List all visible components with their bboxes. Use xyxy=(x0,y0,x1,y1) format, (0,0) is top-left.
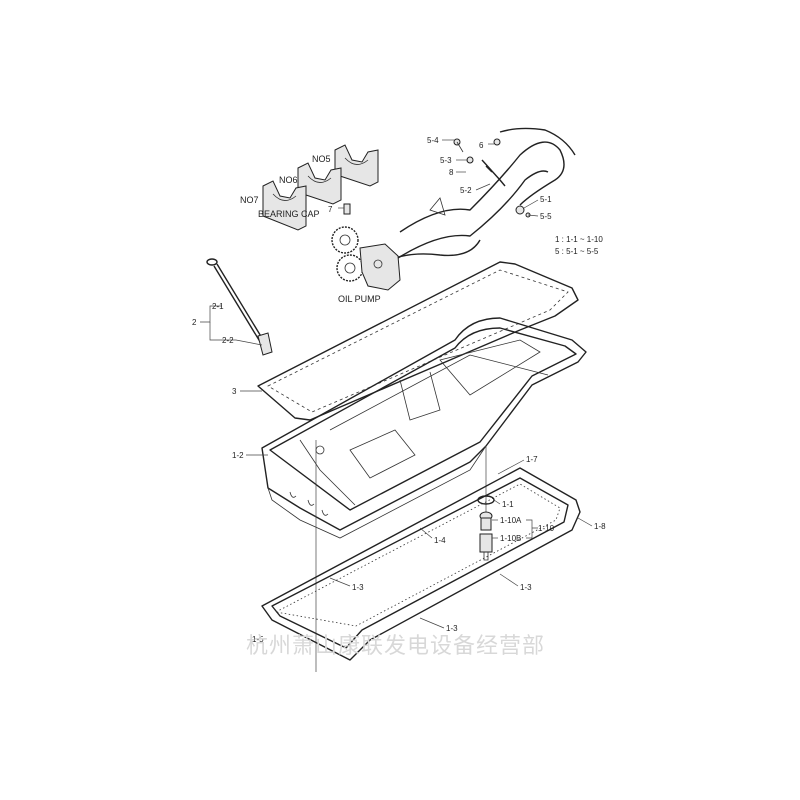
label-oil-pump: OIL PUMP xyxy=(338,294,381,304)
watermark-text: 杭州萧山康联发电设备经营部 xyxy=(246,634,545,659)
label-1-3-left: 1-3 xyxy=(352,583,364,592)
label-no7: NO7 xyxy=(240,195,259,205)
bearing-cap-no7 xyxy=(262,180,307,231)
legend-5: 5 : 5-1 ~ 5-5 xyxy=(555,247,599,256)
label-1-1: 1-1 xyxy=(502,500,514,509)
label-6: 6 xyxy=(479,141,484,150)
label-bearing-cap: BEARING CAP xyxy=(258,209,320,219)
label-2-2: 2-2 xyxy=(222,336,234,345)
label-1-8: 1-8 xyxy=(594,522,606,531)
label-5-4: 5-4 xyxy=(427,136,439,145)
oil-pan-frame xyxy=(261,467,581,661)
drain-plug-assembly xyxy=(477,495,495,561)
label-no5: NO5 xyxy=(312,154,331,164)
label-1-2: 1-2 xyxy=(232,451,244,460)
label-5-3: 5-3 xyxy=(440,156,452,165)
label-8: 8 xyxy=(449,168,454,177)
leader-lines xyxy=(200,139,593,629)
label-no6: NO6 xyxy=(279,175,298,185)
dipstick xyxy=(206,258,273,356)
legend-1: 1 : 1-1 ~ 1-10 xyxy=(555,235,603,244)
label-2: 2 xyxy=(192,318,197,327)
bolt-7 xyxy=(343,203,351,215)
oil-pump xyxy=(331,226,401,291)
label-2-1: 2-1 xyxy=(212,302,224,311)
label-1-7: 1-7 xyxy=(526,455,538,464)
label-5-1: 5-1 xyxy=(540,195,552,204)
label-1-10a: 1-10A xyxy=(500,516,522,525)
label-1-10: 1-10 xyxy=(538,524,555,533)
oil-pan-gasket xyxy=(257,261,579,421)
pipe-bracket xyxy=(453,138,531,218)
label-3: 3 xyxy=(232,387,237,396)
label-1-3-right: 1-3 xyxy=(520,583,532,592)
label-1-10b: 1-10B xyxy=(500,534,521,543)
label-5-5: 5-5 xyxy=(540,212,552,221)
label-7: 7 xyxy=(328,205,333,214)
label-1-3-bottom: 1-3 xyxy=(446,624,458,633)
label-5-2: 5-2 xyxy=(460,186,472,195)
label-1-4: 1-4 xyxy=(434,536,446,545)
oil-pan xyxy=(261,317,587,539)
label-1-5: 1-5 xyxy=(252,635,264,644)
